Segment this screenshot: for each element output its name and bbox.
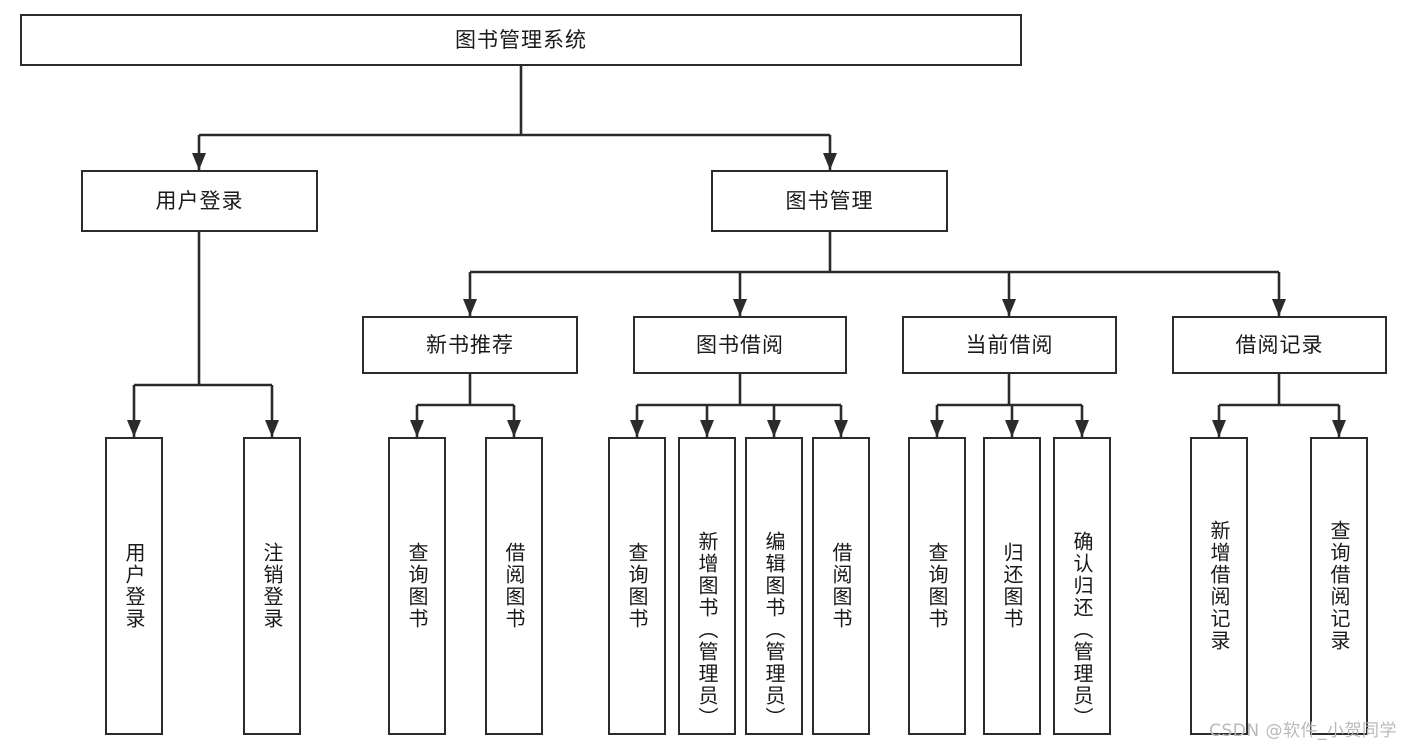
connector-arrowhead (463, 299, 477, 316)
watermark-text: CSDN @软件_小贺同学 (1209, 721, 1397, 741)
node-leaf-borrow-book-1-label: 借阅图书 (502, 542, 526, 630)
connector-arrowhead (767, 420, 781, 437)
node-user-login-label: 用户登录 (155, 188, 244, 213)
node-leaf-query-record-label: 查询借阅记录 (1327, 520, 1351, 652)
connector-arrowhead (127, 420, 141, 437)
connector-arrowhead (733, 299, 747, 316)
connector-arrowhead (507, 420, 521, 437)
node-user-login[interactable]: 用户登录 (81, 170, 318, 232)
node-leaf-user-login-label: 用户登录 (122, 542, 146, 630)
node-leaf-borrow-book-2-label: 借阅图书 (829, 542, 853, 630)
node-leaf-confirm-return-label: 确认归还（管理员） (1070, 531, 1094, 729)
connector-arrowhead (192, 153, 206, 170)
node-leaf-user-logout-label: 注销登录 (260, 542, 284, 630)
node-current-borrow[interactable]: 当前借阅 (902, 316, 1117, 374)
node-leaf-edit-book[interactable]: 编辑图书（管理员） (745, 437, 803, 735)
node-book-borrow[interactable]: 图书借阅 (633, 316, 847, 374)
node-book-manage-label: 图书管理 (785, 188, 874, 213)
connector-arrowhead (410, 420, 424, 437)
connector-arrowhead (630, 420, 644, 437)
node-leaf-add-record-label: 新增借阅记录 (1207, 520, 1231, 652)
node-leaf-user-logout[interactable]: 注销登录 (243, 437, 301, 735)
connector-arrowhead (265, 420, 279, 437)
connector-arrowhead (930, 420, 944, 437)
node-book-manage[interactable]: 图书管理 (711, 170, 948, 232)
connector-arrowhead (700, 420, 714, 437)
node-borrow-record-label: 借阅记录 (1235, 332, 1324, 357)
node-leaf-user-login[interactable]: 用户登录 (105, 437, 163, 735)
node-leaf-borrow-book-1[interactable]: 借阅图书 (485, 437, 543, 735)
node-leaf-add-record[interactable]: 新增借阅记录 (1190, 437, 1248, 735)
connector-arrowhead (1005, 420, 1019, 437)
connector-arrowhead (1212, 420, 1226, 437)
node-current-borrow-label: 当前借阅 (965, 332, 1054, 357)
node-leaf-query-book-1[interactable]: 查询图书 (388, 437, 446, 735)
node-root[interactable]: 图书管理系统 (20, 14, 1022, 66)
node-new-book-recommend-label: 新书推荐 (426, 332, 514, 357)
node-leaf-query-book-3-label: 查询图书 (925, 542, 949, 630)
node-leaf-add-book-label: 新增图书（管理员） (695, 531, 719, 729)
connector-arrowhead (1332, 420, 1346, 437)
node-leaf-query-book-3[interactable]: 查询图书 (908, 437, 966, 735)
node-leaf-query-record[interactable]: 查询借阅记录 (1310, 437, 1368, 735)
node-borrow-record[interactable]: 借阅记录 (1172, 316, 1387, 374)
connector-arrowhead (1002, 299, 1016, 316)
node-leaf-add-book[interactable]: 新增图书（管理员） (678, 437, 736, 735)
node-book-borrow-label: 图书借阅 (696, 332, 784, 357)
node-leaf-query-book-2[interactable]: 查询图书 (608, 437, 666, 735)
connector-arrowhead (823, 153, 837, 170)
node-leaf-query-book-1-label: 查询图书 (405, 542, 429, 630)
connector-arrowhead (834, 420, 848, 437)
node-leaf-return-book-label: 归还图书 (1000, 542, 1024, 630)
node-leaf-return-book[interactable]: 归还图书 (983, 437, 1041, 735)
node-leaf-borrow-book-2[interactable]: 借阅图书 (812, 437, 870, 735)
node-leaf-edit-book-label: 编辑图书（管理员） (762, 531, 786, 729)
node-new-book-recommend[interactable]: 新书推荐 (362, 316, 578, 374)
connector-arrowhead (1075, 420, 1089, 437)
connector-arrowhead (1272, 299, 1286, 316)
node-leaf-confirm-return[interactable]: 确认归还（管理员） (1053, 437, 1111, 735)
node-root-label: 图书管理系统 (455, 27, 587, 52)
node-leaf-query-book-2-label: 查询图书 (625, 542, 649, 630)
